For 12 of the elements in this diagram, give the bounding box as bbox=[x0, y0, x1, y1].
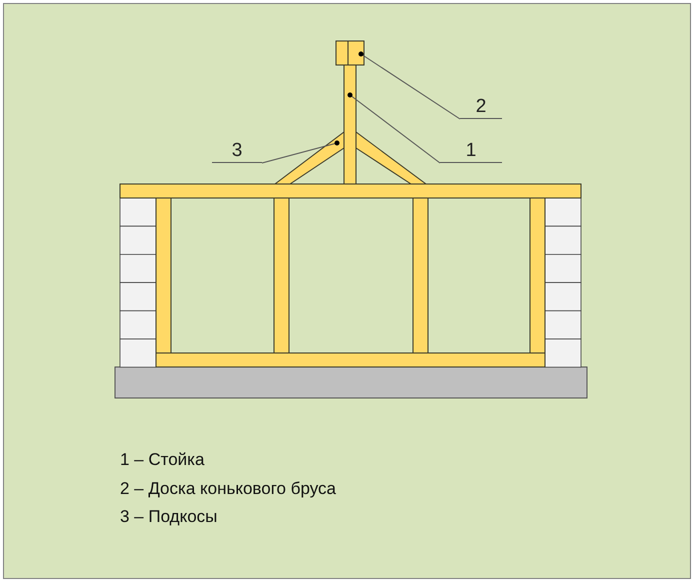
leader-line bbox=[358, 52, 460, 120]
legend-note: 3 – Подкосы bbox=[120, 507, 218, 527]
legend-note: 1 – Стойка bbox=[120, 450, 204, 470]
leader-line bbox=[348, 92, 440, 164]
ridge-board bbox=[336, 40, 364, 66]
callout-number: 1 bbox=[440, 140, 502, 163]
legend-note: 2 – Доска конькового бруса bbox=[120, 478, 336, 498]
brace bbox=[274, 131, 344, 184]
post bbox=[344, 64, 356, 184]
callout-number: 3 bbox=[212, 140, 262, 163]
callout-number: 2 bbox=[460, 96, 502, 119]
leader-line bbox=[262, 140, 340, 164]
